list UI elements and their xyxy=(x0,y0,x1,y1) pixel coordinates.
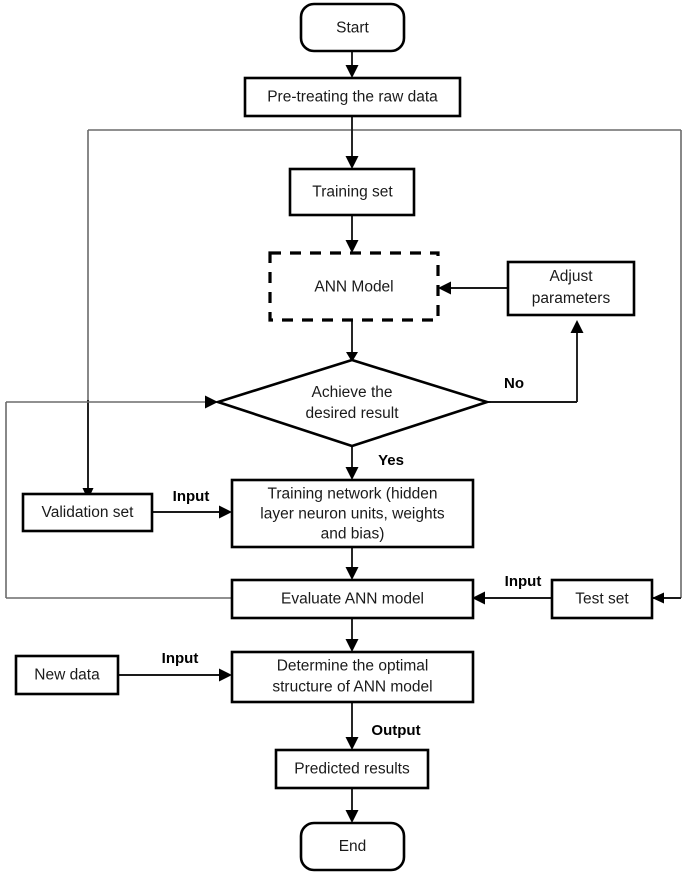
start-label: Start xyxy=(336,20,369,37)
node-adjust-parameters[interactable]: Adjust parameters xyxy=(506,260,636,317)
pretreat-label: Pre-treating the raw data xyxy=(267,89,438,106)
edge-label-input-test: Input xyxy=(505,573,542,590)
predicted-results-label: Predicted results xyxy=(294,761,410,778)
training-set-shape xyxy=(288,167,416,217)
new-data-label: New data xyxy=(34,667,100,684)
node-decision[interactable]: Achieve the desired result xyxy=(213,358,492,448)
edge-label-input-validation: Input xyxy=(173,488,210,505)
validation-set-label: Validation set xyxy=(42,504,135,521)
edge-label-output: Output xyxy=(371,722,420,739)
evaluate-label: Evaluate ANN model xyxy=(281,591,424,608)
start-shape xyxy=(299,2,406,53)
node-pretreat[interactable]: Pre-treating the raw data xyxy=(243,76,462,118)
edge-new-data-to-determine xyxy=(118,668,232,682)
training-network-label-line2: layer neuron units, weights xyxy=(260,506,445,523)
node-training-network[interactable]: Training network (hidden layer neuron un… xyxy=(230,478,475,549)
edge-test-set-to-evaluate xyxy=(472,591,552,605)
adjust-parameters-label-line2: parameters xyxy=(532,290,611,307)
training-network-shape xyxy=(230,478,475,549)
edge-rightloop-to-test-set xyxy=(652,592,681,604)
predicted-results-shape xyxy=(274,748,430,790)
edge-evaluate-to-determine xyxy=(345,618,359,652)
edge-training-network-to-evaluate xyxy=(345,547,359,580)
edge-decision-yes-to-training-network xyxy=(345,446,359,480)
edge-validation-to-training-network xyxy=(152,505,232,519)
decision-label-line1: Achieve the xyxy=(312,384,393,401)
node-validation-set[interactable]: Validation set xyxy=(21,492,154,533)
edge-evaluate-to-decision-loop xyxy=(5,395,232,599)
node-determine[interactable]: Determine the optimal structure of ANN m… xyxy=(230,650,475,704)
test-set-label: Test set xyxy=(575,591,629,608)
determine-label-line2: structure of ANN model xyxy=(272,679,432,696)
test-set-shape xyxy=(550,578,654,620)
end-shape xyxy=(299,821,406,872)
determine-label-line1: Determine the optimal xyxy=(277,658,429,675)
edge-training-set-to-ann-model xyxy=(345,215,359,253)
edge-start-to-pretreat xyxy=(345,51,359,78)
ann-model-shape xyxy=(268,251,440,322)
node-ann-model[interactable]: ANN Model xyxy=(268,251,440,322)
end-label: End xyxy=(339,838,367,855)
edge-determine-to-predicted-results xyxy=(345,702,359,750)
edge-toploop-to-validation-set xyxy=(82,400,94,500)
edge-label-no: No xyxy=(504,375,524,392)
edge-predicted-results-to-end xyxy=(345,788,359,823)
edge-label-input-new-data: Input xyxy=(162,650,199,667)
pretreat-shape xyxy=(243,76,462,118)
node-new-data[interactable]: New data xyxy=(14,654,120,696)
training-network-label-line3: and bias) xyxy=(321,526,385,543)
node-start[interactable]: Start xyxy=(299,2,406,53)
edge-adjust-to-ann-model xyxy=(438,281,508,295)
training-network-label-line1: Training network (hidden xyxy=(267,486,437,503)
adjust-parameters-shape xyxy=(506,260,636,317)
validation-set-shape xyxy=(21,492,154,533)
node-end[interactable]: End xyxy=(299,821,406,872)
edge-decision-no-to-adjust xyxy=(487,320,584,403)
decision-shape xyxy=(213,358,492,448)
node-test-set[interactable]: Test set xyxy=(550,578,654,620)
training-set-label: Training set xyxy=(312,184,393,201)
edge-ann-model-to-decision xyxy=(346,320,358,362)
determine-shape xyxy=(230,650,475,704)
evaluate-shape xyxy=(230,578,475,620)
edge-label-yes: Yes xyxy=(378,452,404,469)
adjust-parameters-label-line1: Adjust xyxy=(549,268,593,285)
node-evaluate[interactable]: Evaluate ANN model xyxy=(230,578,475,620)
decision-label-line2: desired result xyxy=(305,405,399,422)
node-predicted-results[interactable]: Predicted results xyxy=(274,748,430,790)
edge-pretreat-to-training-set xyxy=(345,116,359,169)
ann-model-label: ANN Model xyxy=(314,279,393,296)
new-data-shape xyxy=(14,654,120,696)
node-training-set[interactable]: Training set xyxy=(288,167,416,217)
